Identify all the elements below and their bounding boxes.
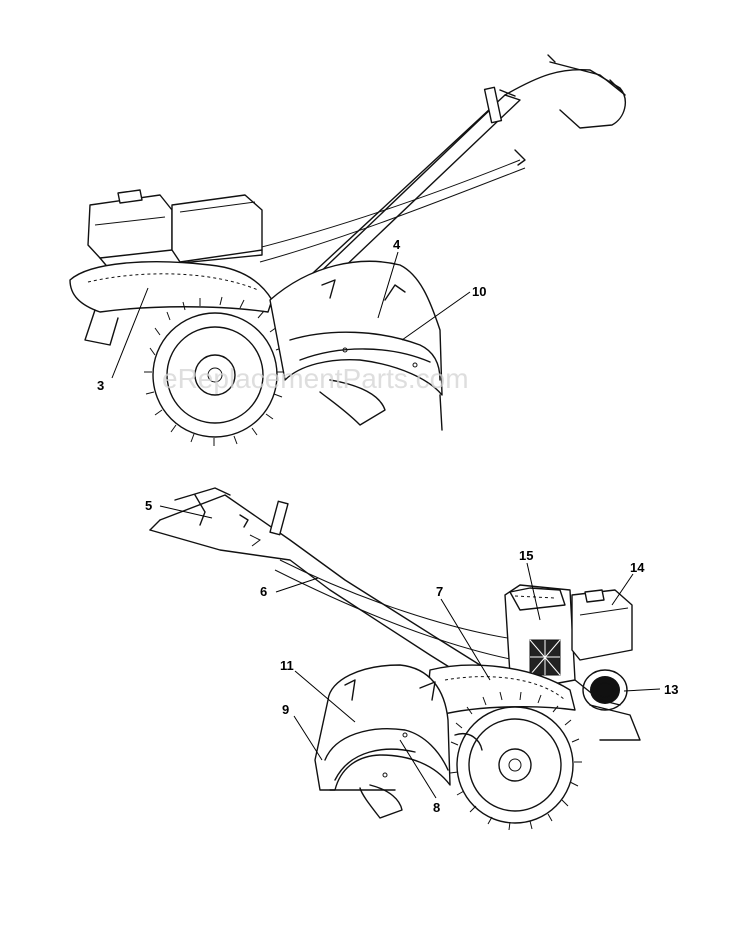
callout-8: 8 xyxy=(433,800,440,815)
tiller-left-view xyxy=(69,54,626,446)
callout-6: 6 xyxy=(260,584,267,599)
leader-11 xyxy=(294,670,356,723)
watermark: eReplacementParts.com xyxy=(162,363,469,394)
engine-top xyxy=(87,189,263,271)
leader-7 xyxy=(440,598,491,681)
callout-4: 4 xyxy=(393,237,401,252)
handlebar-top xyxy=(249,54,626,293)
callout-5: 5 xyxy=(145,498,152,513)
leader-15 xyxy=(526,562,541,621)
handlebar-bottom xyxy=(149,487,521,706)
engine-bottom xyxy=(504,584,633,711)
leader-3 xyxy=(111,287,149,379)
callout-7: 7 xyxy=(436,584,443,599)
leader-13 xyxy=(623,688,661,692)
leader-9 xyxy=(293,715,323,761)
wheel-bottom xyxy=(449,691,582,831)
callout-3: 3 xyxy=(97,378,104,393)
wheel-top xyxy=(144,296,285,446)
callout-10: 10 xyxy=(472,284,486,299)
callout-15: 15 xyxy=(519,548,533,563)
tiller-right-view xyxy=(149,487,661,831)
callout-13: 13 xyxy=(664,682,678,697)
leader-4 xyxy=(377,251,399,319)
tine-hood-top xyxy=(269,260,443,431)
leader-10 xyxy=(401,291,471,341)
leader-5 xyxy=(159,505,213,519)
callout-9: 9 xyxy=(282,702,289,717)
leader-14 xyxy=(611,573,634,606)
leader-6 xyxy=(275,577,319,593)
callout-14: 14 xyxy=(630,560,645,575)
leader-8 xyxy=(399,739,437,799)
callout-11: 11 xyxy=(280,658,294,673)
